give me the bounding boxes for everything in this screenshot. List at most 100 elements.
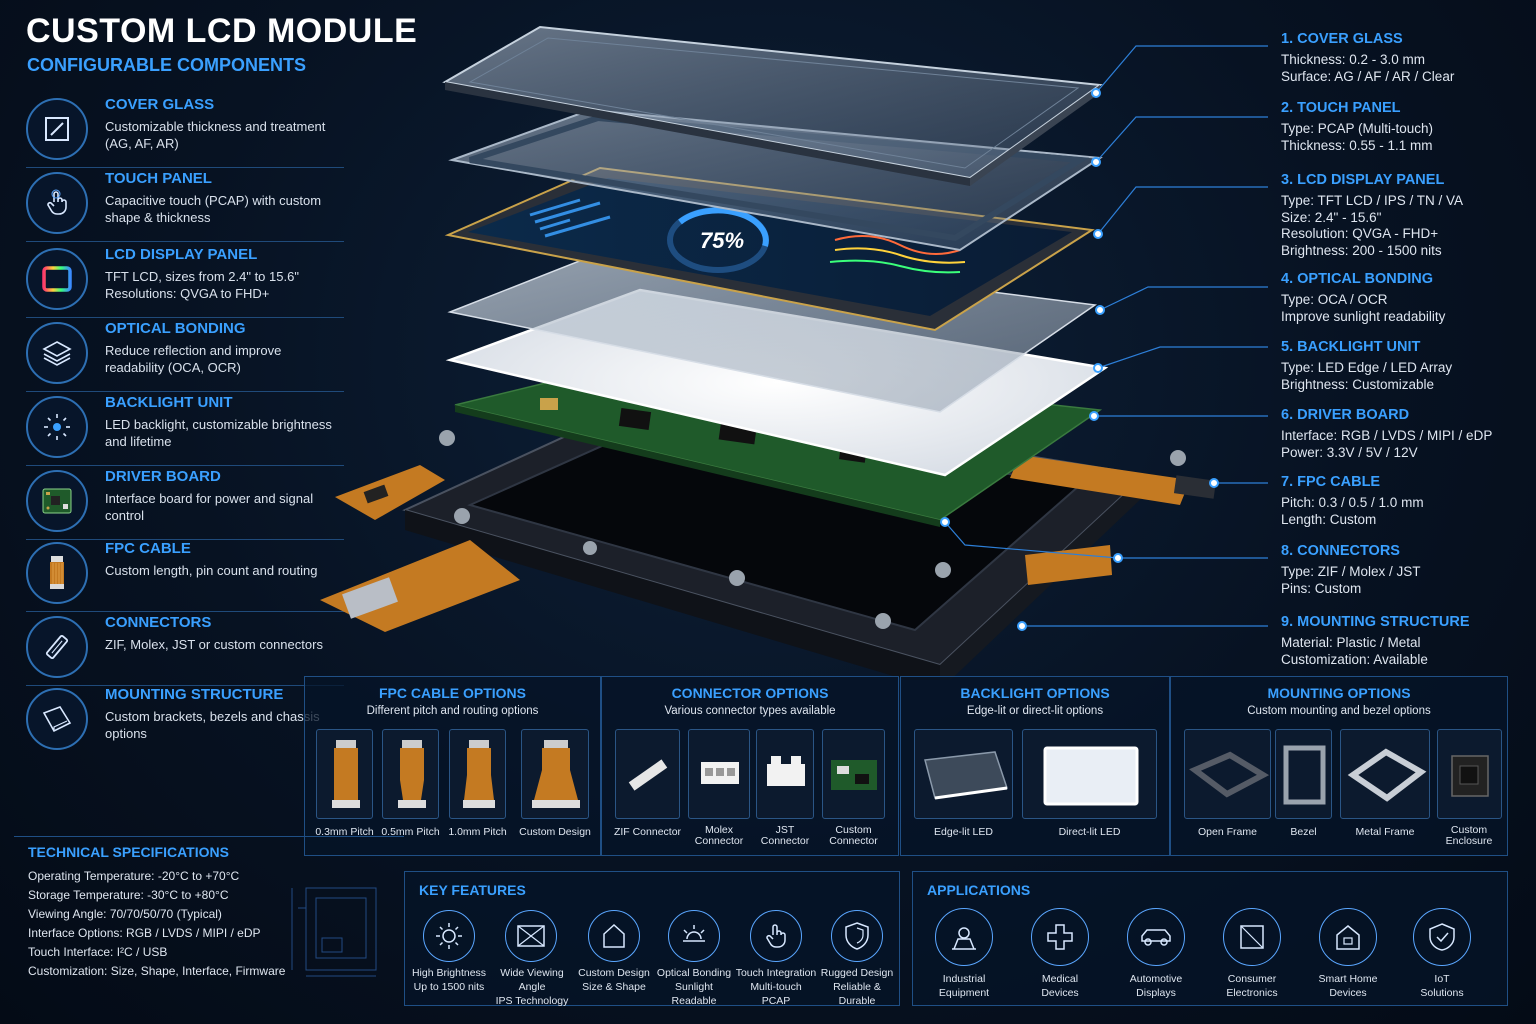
spec-title: 6. DRIVER BOARD [1281,407,1410,423]
component-desc: LED backlight, customizable brightness a… [105,417,332,449]
option-label: JST Connector [760,824,810,847]
page-title: CUSTOM LCD MODULE [26,12,418,50]
viewing-angle-icon [505,910,557,962]
left-component-touch-panel: TOUCH PANEL Capacitive touch (PCAP) with… [26,168,344,242]
component-title: DRIVER BOARD [105,468,221,485]
medical-icon [1031,908,1089,966]
options-subtitle: Different pitch and routing options [366,705,539,717]
spec-title: 4. OPTICAL BONDING [1281,271,1433,287]
spec-line: Length: Custom [1281,511,1377,527]
spec-line: Material: Plastic / Metal [1281,635,1421,650]
option-label: Open Frame [1198,826,1257,838]
option-label: Edge-lit LED [934,826,993,838]
options-subtitle: Various connector types available [664,705,836,717]
option-label: Bezel [1290,826,1317,838]
spec-line: Power: 3.3V / 5V / 12V [1281,444,1418,460]
touch-hand-icon [26,172,88,234]
left-component-fpc-cable: FPC CABLE Custom length, pin count and r… [26,538,344,612]
tech-specs-title: TECHNICAL SPECIFICATIONS [28,844,229,860]
option-label: Custom Design [519,826,591,838]
page-subtitle: CONFIGURABLE COMPONENTS [27,55,306,75]
spec-title: 2. TOUCH PANEL [1281,100,1401,116]
tech-spec-line: Storage Temperature: -30°C to +80°C [28,888,229,902]
option-label: Molex Connector [694,824,744,847]
cover-glass [442,25,1103,186]
spec-line: Type: PCAP (Multi-touch) [1281,121,1434,136]
sunlight-icon [668,910,720,962]
mounting-options-panel: MOUNTING OPTIONS Custom mounting and bez… [1170,676,1508,856]
spec-line: Type: ZIF / Molex / JST [1281,564,1421,579]
fpc-option-03[interactable] [316,729,373,819]
left-component-driver-board: DRIVER BOARD Interface board for power a… [26,466,344,540]
spec-title: 9. MOUNTING STRUCTURE [1281,614,1470,630]
left-component-lcd-panel: LCD DISPLAY PANEL TFT LCD, sizes from 2.… [26,244,344,318]
spec-line: Thickness: 0.2 - 3.0 mm [1281,52,1426,67]
connector-option-jst[interactable] [756,729,814,819]
spec-line: Interface: RGB / LVDS / MIPI / eDP [1281,428,1493,443]
spec-line: Type: TFT LCD / IPS / TN / VA [1281,193,1464,208]
screen-percent: 75% [700,228,744,253]
options-title: FPC CABLE OPTIONS [378,685,526,701]
component-title: FPC CABLE [105,540,191,557]
spec-line: Customization: Available [1281,651,1428,667]
backlight-options-panel: BACKLIGHT OPTIONS Edge-lit or direct-lit… [900,676,1170,856]
component-title: TOUCH PANEL [105,170,212,187]
option-label: 1.0mm Pitch [448,826,507,838]
tech-spec-line: Interface Options: RGB / LVDS / MIPI / e… [28,926,261,940]
fpc-cable-icon [26,542,88,604]
backlight-option-edge[interactable] [914,729,1013,819]
tech-spec-line: Customization: Size, Shape, Interface, F… [28,964,286,978]
layers-icon [26,322,88,384]
fpc-cable-right [1010,455,1217,585]
spec-driver-board: 6. DRIVER BOARD Interface: RGB / LVDS / … [1281,407,1531,461]
mounting-option-bezel[interactable] [1275,729,1332,819]
spec-line: Resolution: QVGA - FHD+ [1281,226,1439,241]
sun-icon [423,910,475,962]
component-title: MOUNTING STRUCTURE [105,686,284,703]
fpc-cable-left [320,465,520,632]
spec-title: 3. LCD DISPLAY PANEL [1281,172,1445,188]
options-title: MOUNTING OPTIONS [1267,685,1411,701]
spec-optical-bonding: 4. OPTICAL BONDING Type: OCA / OCR Impro… [1281,271,1531,325]
spec-line: Pitch: 0.3 / 0.5 / 1.0 mm [1281,495,1424,510]
spec-line: Improve sunlight readability [1281,308,1446,324]
options-title: BACKLIGHT OPTIONS [960,685,1110,701]
component-desc: Capacitive touch (PCAP) with custom shap… [105,193,322,225]
component-title: CONNECTORS [105,614,212,631]
technical-drawing-icon [291,887,377,977]
spec-line: Type: OCA / OCR [1281,292,1388,307]
fpc-option-10[interactable] [449,729,506,819]
spec-line: Brightness: 200 - 1500 nits [1281,242,1442,258]
circuit-board-icon [26,470,88,532]
backlight-option-direct[interactable] [1022,729,1157,819]
left-component-connectors: CONNECTORS ZIF, Molex, JST or custom con… [26,612,344,686]
connector-options-panel: CONNECTOR OPTIONS Various connector type… [601,676,899,856]
spec-line: Brightness: Customizable [1281,376,1435,392]
spec-cover-glass: 1. COVER GLASS Thickness: 0.2 - 3.0 mm S… [1281,31,1531,85]
connector-option-custom[interactable] [822,729,885,819]
tech-spec-line: Operating Temperature: -20°C to +70°C [28,869,240,883]
component-desc: Customizable thickness and treatment (AG… [105,119,326,151]
mounting-option-metal-frame[interactable] [1340,729,1430,819]
tech-spec-line: Viewing Angle: 70/70/50/70 (Typical) [28,907,222,921]
spec-fpc-cable: 7. FPC CABLE Pitch: 0.3 / 0.5 / 1.0 mm L… [1281,474,1531,528]
connector-option-molex[interactable] [688,729,750,819]
connector-option-zif[interactable] [615,729,680,819]
fpc-option-custom[interactable] [521,729,589,819]
option-label: Custom Connector [829,824,878,847]
fpc-options-panel: FPC CABLE OPTIONS Different pitch and ro… [304,676,601,856]
fpc-option-05[interactable] [382,729,439,819]
component-desc: Custom length, pin count and routing [105,563,318,578]
component-desc: Interface board for power and signal con… [105,491,314,523]
mounting-option-enclosure[interactable] [1437,729,1502,819]
component-desc: Custom brackets, bezels and chassis opti… [105,709,320,741]
mounting-option-open-frame[interactable] [1184,729,1271,819]
